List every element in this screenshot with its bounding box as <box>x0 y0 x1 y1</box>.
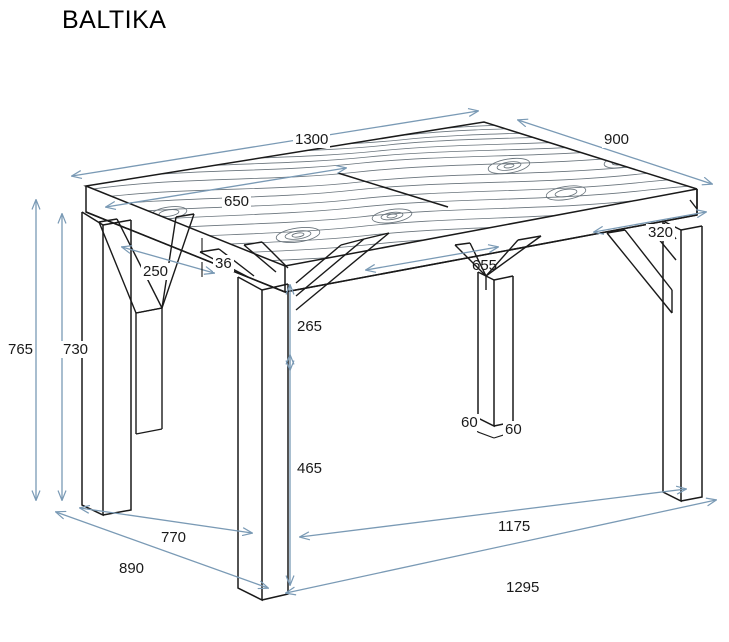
dimline-1295 <box>286 500 716 593</box>
dim-label-base-width-inner: 770 <box>159 529 189 546</box>
leg-centre-rear <box>477 271 514 428</box>
dimline-890 <box>56 512 268 588</box>
leg-front-left <box>237 276 289 602</box>
tabletop-right-edge <box>284 189 698 293</box>
dim-label-leg-section-a: 60 <box>459 414 480 431</box>
dim-label-top-thickness: 36 <box>213 255 234 272</box>
dim-label-top-length: 1300 <box>293 131 331 148</box>
dimline-650 <box>106 168 346 207</box>
page-title: BALTIKA <box>62 6 167 34</box>
dim-label-height-leg: 730 <box>61 341 91 358</box>
dim-label-mid-leg-offset: 655 <box>472 257 498 274</box>
leg-rear-left <box>81 211 132 517</box>
dim-label-clear-height: 465 <box>295 460 325 477</box>
dimension-lines <box>36 111 716 593</box>
dim-label-base-length-outer: 1295 <box>504 579 542 596</box>
dim-label-brace-right: 320 <box>646 224 676 241</box>
dimline-655 <box>366 247 498 270</box>
dimline-1300 <box>72 111 478 176</box>
dimline-250 <box>122 247 214 273</box>
dim-label-leg-section-b: 60 <box>503 421 524 438</box>
table-braces <box>98 199 698 435</box>
dim-label-base-length-inner: 1175 <box>496 518 533 535</box>
dim-label-height-overall: 765 <box>6 341 36 358</box>
dimline-320 <box>594 212 706 232</box>
leg-rear-right <box>662 220 703 503</box>
dim-label-top-half-length: 650 <box>222 193 252 210</box>
dim-label-brace-left: 250 <box>141 263 171 280</box>
brace-right-corner <box>689 199 698 210</box>
dim-label-brace-drop: 265 <box>295 318 325 335</box>
dimline-1175 <box>300 489 686 537</box>
dim-label-top-width: 900 <box>602 131 632 148</box>
tabletop-wood-grain <box>86 122 697 266</box>
brace-rear-left <box>98 213 195 435</box>
dimline-900 <box>518 120 712 184</box>
brace-front-left-right <box>295 232 390 311</box>
dim-label-base-width-outer: 890 <box>117 560 147 577</box>
